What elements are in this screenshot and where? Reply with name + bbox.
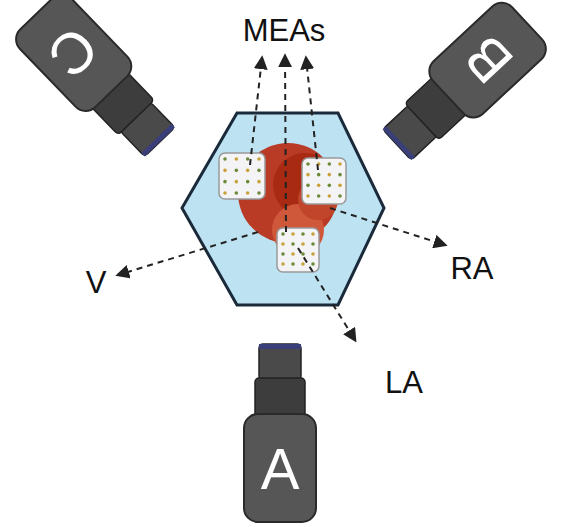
part-label: MEAs	[243, 15, 326, 46]
leader-arrows	[118, 56, 445, 340]
part-label: RA	[450, 253, 493, 284]
mea-plates	[219, 153, 346, 272]
part-label: V	[86, 267, 107, 298]
hexagon-chamber	[182, 113, 384, 305]
camera: A	[242, 342, 318, 524]
part-label: LA	[385, 367, 423, 398]
camera: C	[7, 0, 188, 170]
camera-letter: A	[242, 414, 318, 524]
camera: B	[370, 0, 555, 174]
